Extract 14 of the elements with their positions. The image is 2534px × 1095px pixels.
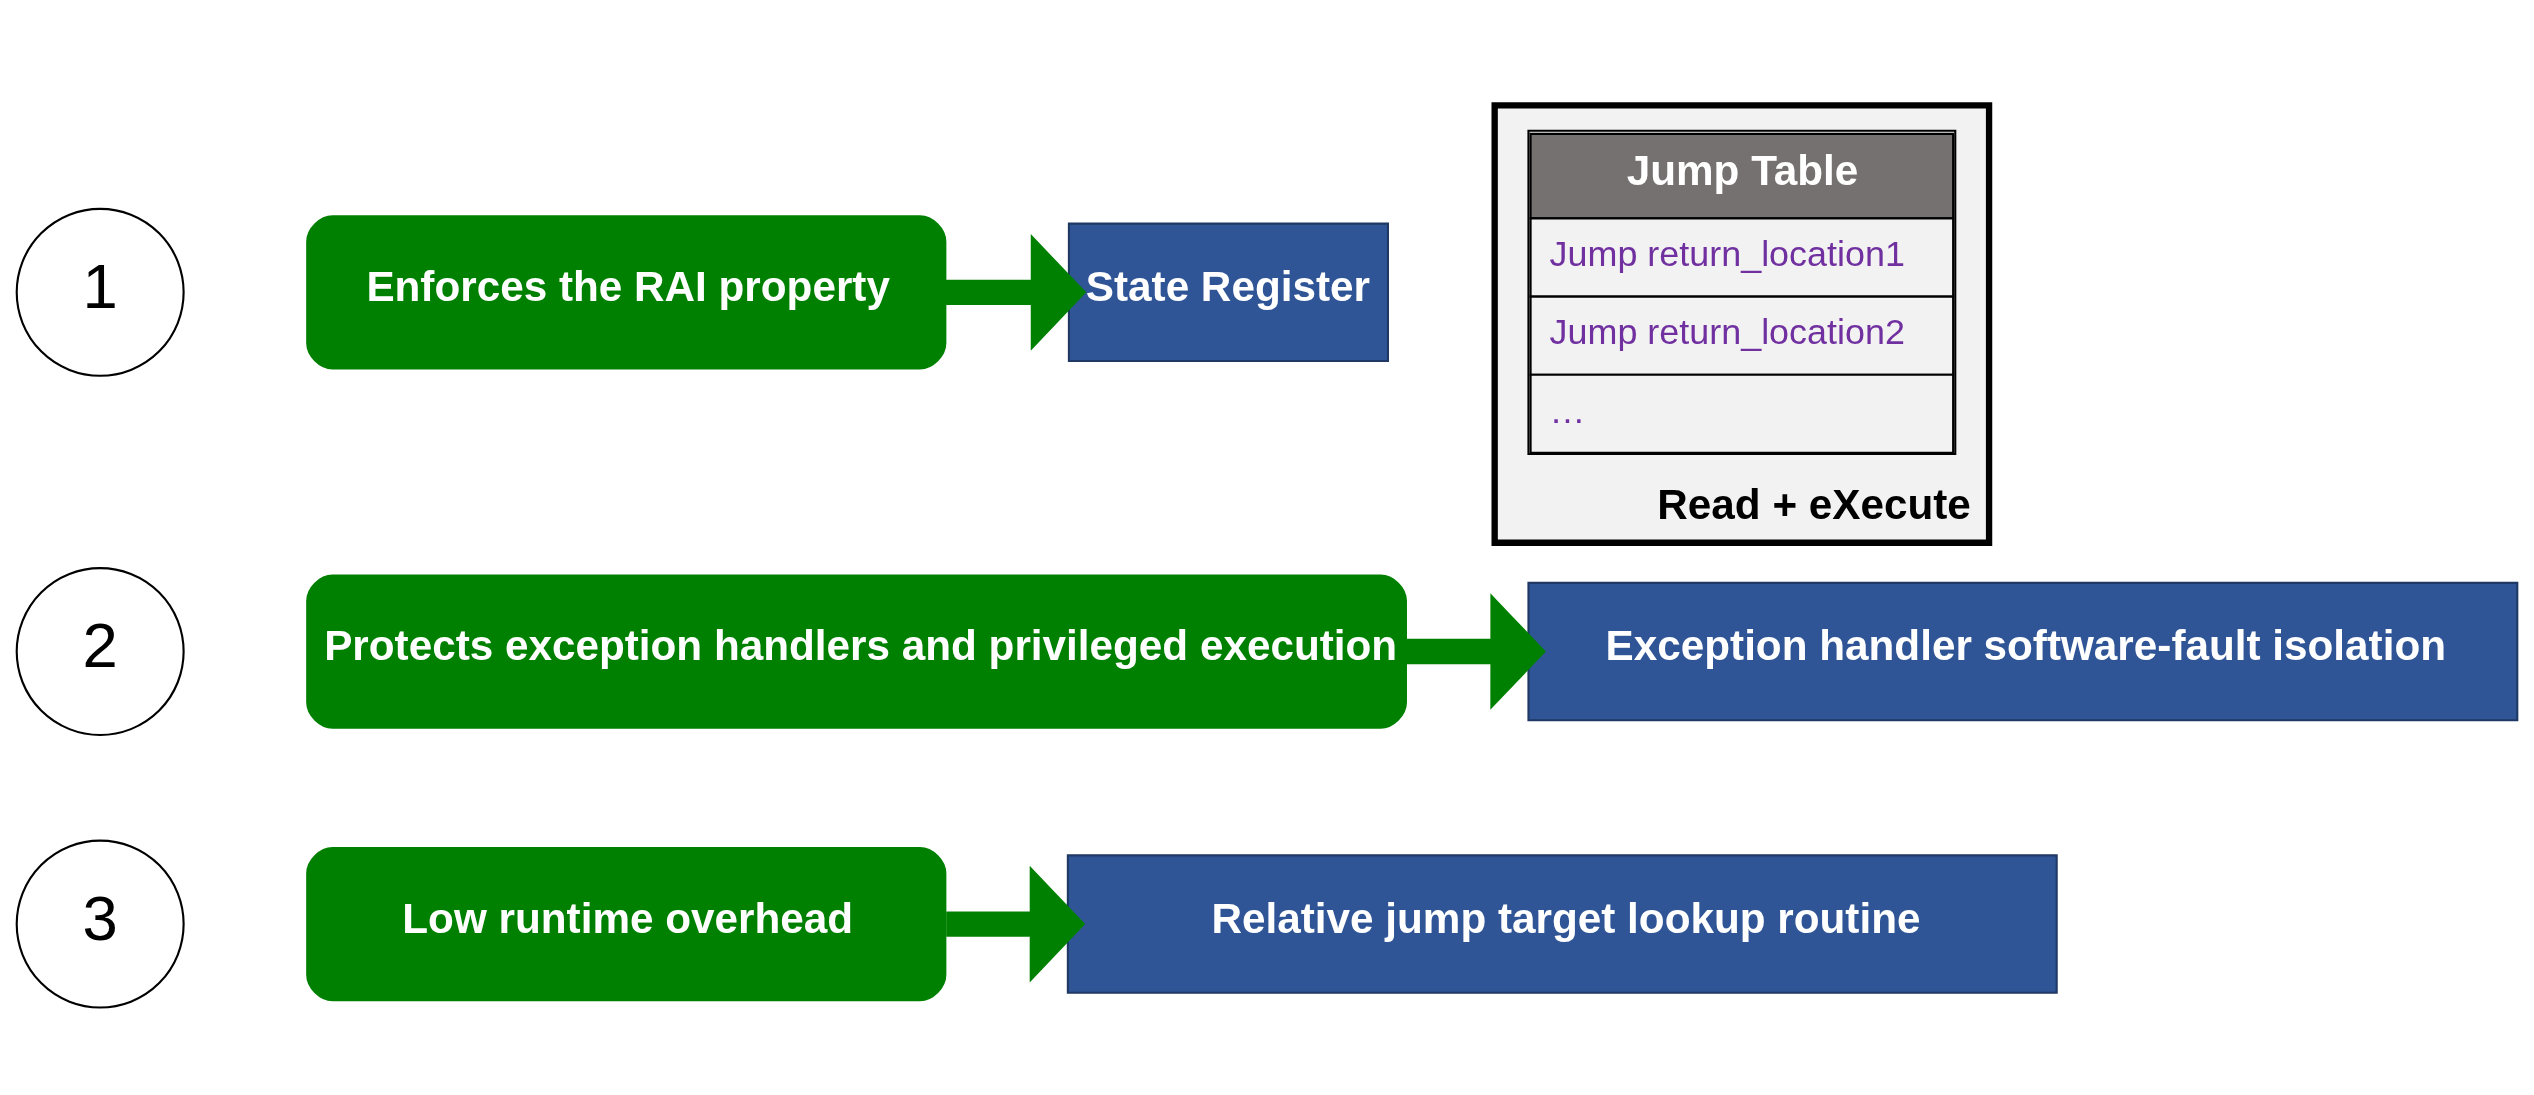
node-label: Read + eXecute xyxy=(1657,480,1971,528)
arrow xyxy=(946,865,1086,982)
arrow xyxy=(945,233,1087,351)
node-box: Relative jump target lookup routine xyxy=(1066,853,2058,994)
node-box: Exception handler software-fault isolation xyxy=(1527,581,2519,721)
node-box: Low runtime overhead xyxy=(306,846,947,1001)
node-box: Protects exception handlers and privileged execution xyxy=(306,573,1407,729)
node-box: State Register xyxy=(1067,222,1389,362)
node-box: Enforces the RAI property xyxy=(306,214,947,369)
node-circle: 1 xyxy=(15,207,185,377)
cluster xyxy=(1491,101,1993,546)
node-circle: 3 xyxy=(15,839,185,1009)
arrow xyxy=(1406,592,1546,710)
node-circle: 2 xyxy=(15,566,185,736)
